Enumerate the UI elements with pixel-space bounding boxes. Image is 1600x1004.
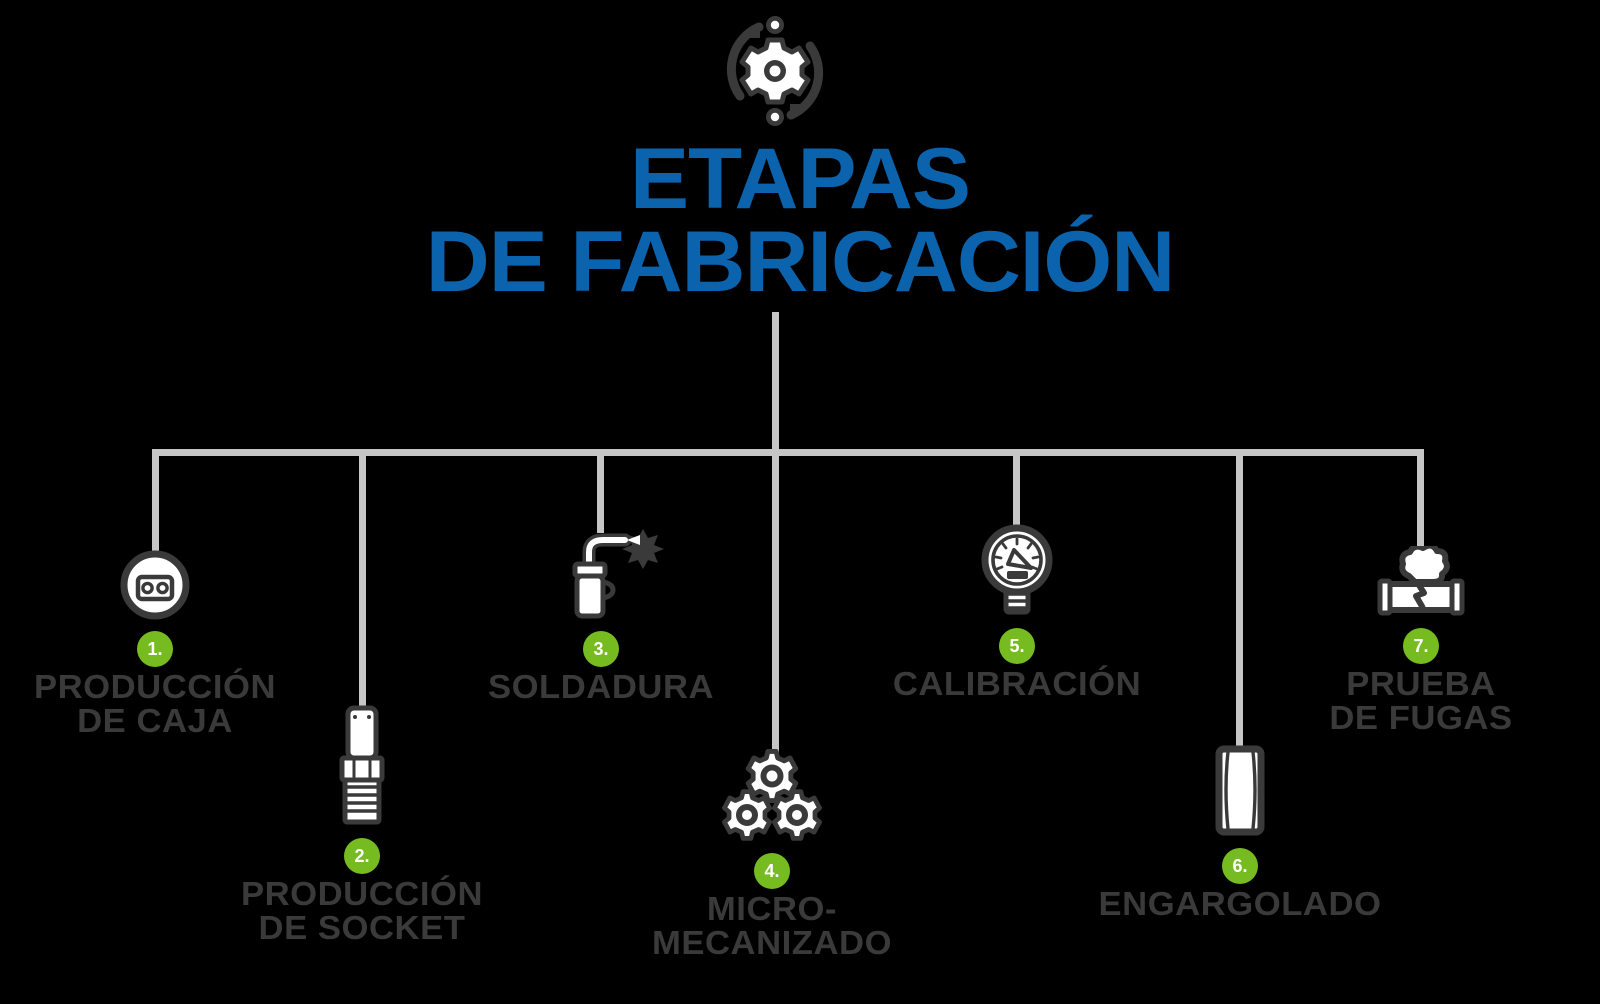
stage-4-label: MICRO-MECANIZADO <box>651 890 893 961</box>
stage-7-icon-wrap <box>1271 546 1571 618</box>
connector-main-horizontal <box>152 449 1424 456</box>
junction-box-icon <box>120 550 190 620</box>
stage-7: 7. PRUEBA DE FUGAS <box>1271 546 1571 734</box>
stage-7-label: PRUEBA DE FUGAS <box>1329 665 1513 736</box>
stage-1: 1. PRODUCCIÓN DE CAJA <box>5 549 305 737</box>
stage-5-icon-wrap <box>867 524 1167 618</box>
connector-drop-5 <box>1013 449 1020 531</box>
page-title: ETAPAS DE FABRICACIÓN <box>0 131 1600 310</box>
connector-drop-6 <box>1236 449 1243 749</box>
connector-drop-2 <box>359 449 366 711</box>
stage-3: 3. SOLDADURA <box>451 526 751 704</box>
stage-2: 2. PRODUCCIÓN DE SOCKET <box>212 704 512 944</box>
stage-1-label: PRODUCCIÓN DE CAJA <box>33 668 277 739</box>
title-line-2: DE FABRICACIÓN <box>425 213 1175 310</box>
stage-7-badge: 7. <box>1403 628 1439 664</box>
connector-trunk-vertical <box>772 312 779 452</box>
stage-2-icon-wrap <box>212 704 512 826</box>
stage-1-badge: 1. <box>137 631 173 667</box>
stage-5-badge: 5. <box>999 628 1035 664</box>
stage-3-label: SOLDADURA <box>487 668 715 705</box>
stage-6-badge: 6. <box>1222 848 1258 884</box>
crimped-tube-icon <box>1215 745 1265 836</box>
welding-torch-icon <box>572 529 664 619</box>
stage-4-badge: 4. <box>754 853 790 889</box>
stage-6-label: ENGARGOLADO <box>1098 885 1382 922</box>
connector-drop-7 <box>1417 449 1424 553</box>
title-line-1: ETAPAS <box>630 131 971 227</box>
stage-5-label: CALIBRACIÓN <box>892 665 1142 702</box>
connector-drop-4 <box>772 449 779 754</box>
stage-4: 4. MICRO-MECANIZADO <box>622 749 922 959</box>
pressure-gauge-icon <box>981 524 1053 615</box>
stage-2-badge: 2. <box>344 838 380 874</box>
gear-cycle-icon <box>714 12 836 130</box>
stage-2-label: PRODUCCIÓN DE SOCKET <box>240 875 484 946</box>
stage-5: 5. CALIBRACIÓN <box>867 524 1167 701</box>
stage-3-badge: 3. <box>583 631 619 667</box>
leaking-pipe-icon <box>1377 546 1465 616</box>
stage-4-icon-wrap <box>622 749 922 842</box>
stage-6-icon-wrap <box>1090 744 1390 837</box>
stage-1-icon-wrap <box>5 549 305 621</box>
connector-drop-1 <box>152 449 159 556</box>
stage-6: 6. ENGARGOLADO <box>1090 744 1390 921</box>
stage-3-icon-wrap <box>451 526 751 622</box>
threaded-socket-icon <box>339 705 385 825</box>
three-gears-icon <box>722 749 822 841</box>
connector-drop-3 <box>597 449 604 533</box>
